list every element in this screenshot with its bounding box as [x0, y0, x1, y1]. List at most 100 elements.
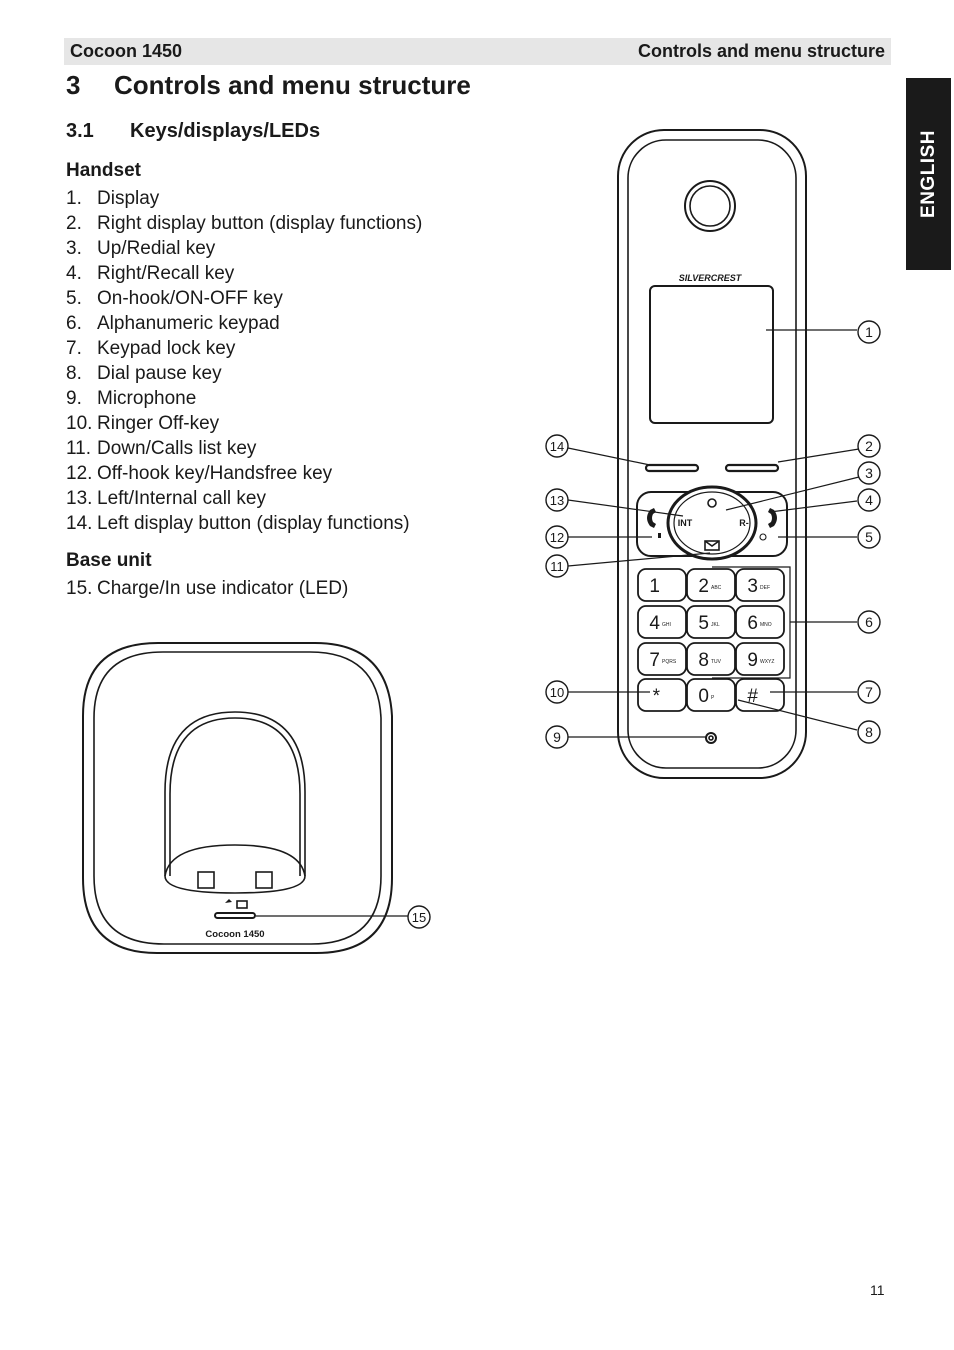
list-item-text: Ringer Off-key [97, 413, 220, 434]
callout-marker: 4 [857, 488, 881, 512]
keypad-key[interactable]: 1 [637, 568, 687, 602]
section-title-text: Keys/displays/LEDs [130, 120, 321, 142]
key-letters: TUV [711, 659, 722, 665]
key-letters: P [711, 695, 715, 701]
list-item: 4. Right/Recall key [66, 261, 422, 286]
callout-number: 7 [865, 684, 873, 700]
redial-icon [707, 498, 717, 508]
right-display-button[interactable] [724, 463, 780, 473]
list-item: 6.Alphanumeric keypad [66, 311, 422, 336]
key-letters: GHI [662, 622, 671, 628]
speaker-icon [658, 533, 661, 538]
power-icon [759, 533, 767, 541]
list-item-number: 4. [66, 263, 82, 284]
callout-marker: 7 [857, 680, 881, 704]
callout-marker: 5 [857, 525, 881, 549]
callout-marker: 10 [545, 680, 569, 704]
chapter-title-text: Controls and menu structure [114, 70, 471, 100]
navigation-ring[interactable] [666, 485, 758, 561]
list-item: 10.Ringer Off-key [66, 411, 422, 436]
callout-number: 15 [412, 910, 426, 925]
list-item-text: Right/Recall key [97, 263, 235, 284]
callout-marker: 9 [545, 725, 569, 749]
header-product: Cocoon 1450 [70, 41, 183, 61]
list-item-number: 3. [66, 238, 82, 259]
base-unit-illustration: Cocoon 1450 [82, 642, 393, 954]
off-hook-icon [647, 508, 656, 528]
key-letters: JKL [711, 622, 720, 628]
list-item-number: 8. [66, 363, 82, 384]
display-screen [649, 285, 774, 424]
list-item-number: 14. [66, 513, 93, 534]
key-letters: MNO [760, 622, 772, 628]
list-item-text: Display [97, 188, 160, 209]
key-digit: 2 [698, 576, 709, 597]
list-item: 12.Off-hook key/Handsfree key [66, 461, 422, 486]
list-item-text: Dial pause key [97, 363, 222, 384]
callout-number: 1 [865, 324, 873, 340]
list-item-text: Off-hook key/Handsfree key [97, 463, 333, 484]
list-item-number: 1. [66, 188, 82, 209]
callout-marker: 3 [857, 461, 881, 485]
callout-marker: 15 [407, 905, 431, 929]
key-digit: 6 [747, 613, 758, 634]
base-heading: Base unit [66, 550, 152, 571]
list-item-text: Left/Internal call key [97, 488, 266, 509]
callout-marker: 14 [545, 434, 569, 458]
left-display-button[interactable] [644, 463, 700, 473]
brand-logo: SILVERCREST [679, 273, 743, 283]
list-item: 3. Up/Redial key [66, 236, 422, 261]
list-item-text: On-hook/ON-OFF key [97, 288, 283, 309]
list-item-text: Charge/In use indicator (LED) [97, 578, 349, 599]
language-tab: ENGLISH [906, 78, 951, 270]
list-item-text: Right display button (display functions) [97, 213, 423, 234]
earpiece-icon [684, 180, 736, 232]
list-item-number: 15. [66, 578, 93, 599]
callout-marker: 11 [545, 554, 569, 578]
callout-number: 4 [865, 492, 873, 508]
callout-number: 9 [553, 729, 561, 745]
charge-icon [225, 899, 232, 903]
list-item-number: 5. [66, 288, 82, 309]
list-item-text: Up/Redial key [97, 238, 216, 259]
chapter-number: 3 [66, 70, 81, 100]
page-number: 11 [870, 1282, 885, 1298]
list-item: 15.Charge/In use indicator (LED) [66, 576, 348, 601]
microphone-icon [705, 732, 717, 744]
on-hook-icon [768, 508, 777, 528]
keypad-key[interactable]: * [637, 678, 687, 712]
callout-marker: 2 [857, 434, 881, 458]
list-item-text: Keypad lock key [97, 338, 236, 359]
list-item: 1. Display [66, 186, 422, 211]
handset-heading: Handset [66, 160, 141, 181]
list-item-number: 7. [66, 338, 82, 359]
list-item-text: Alphanumeric keypad [97, 313, 280, 334]
key-digit: 1 [649, 576, 660, 597]
key-digit: 8 [698, 650, 709, 671]
list-item-text: Microphone [97, 388, 197, 409]
key-digit: 3 [747, 576, 758, 597]
keypad-key[interactable]: # [735, 678, 785, 712]
recall-label: R- [739, 518, 749, 528]
callout-number: 5 [865, 529, 873, 545]
chapter-title: 3 Controls and menu structure [66, 70, 471, 101]
callout-number: 6 [865, 614, 873, 630]
key-letters: WXYZ [760, 659, 774, 665]
callout-marker: 12 [545, 525, 569, 549]
list-item: 9.Microphone [66, 386, 422, 411]
